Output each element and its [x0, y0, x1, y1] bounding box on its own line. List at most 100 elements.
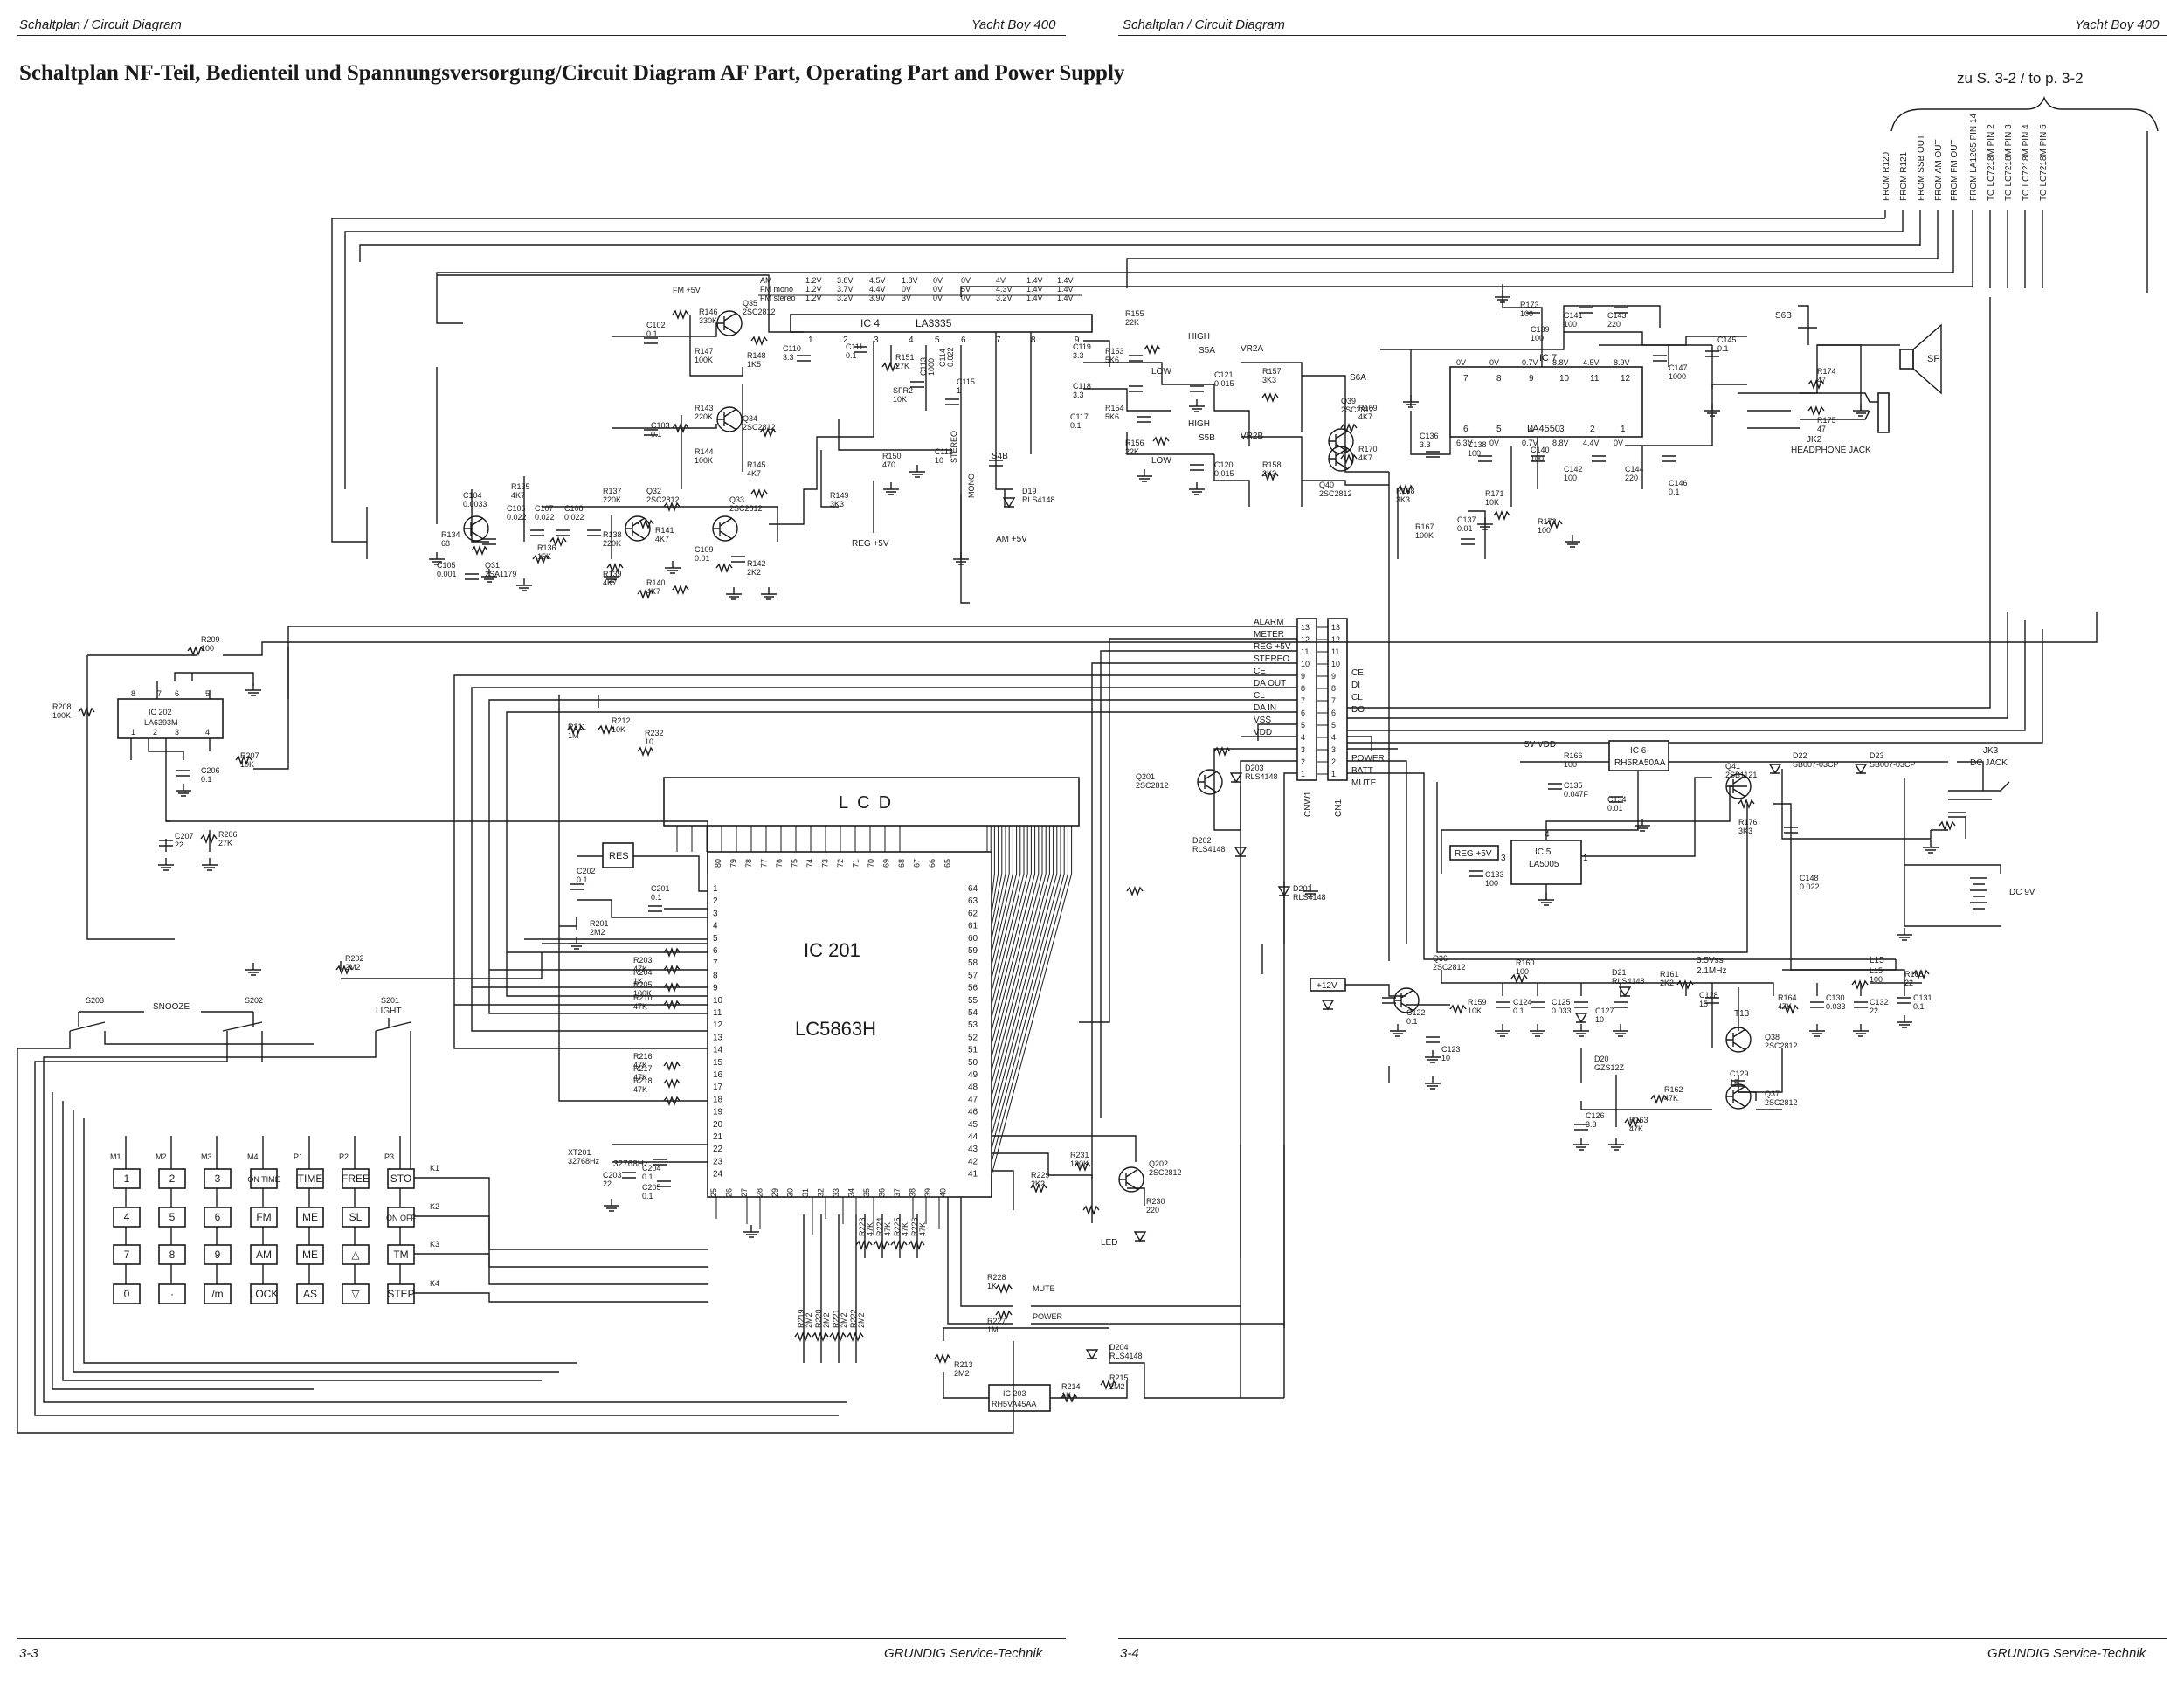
ground-symbol-26	[1573, 1024, 1589, 1037]
cnw1-pin-12: 12	[1301, 635, 1310, 644]
key-label-2-3: AM	[256, 1249, 272, 1261]
jk2-label: JK2	[1807, 435, 1822, 445]
cnw1-pin-2: 2	[1301, 757, 1305, 766]
key-2-5[interactable]	[342, 1244, 370, 1265]
header-right-title: Schaltplan / Circuit Diagram	[1123, 17, 1285, 32]
resistor-symbol-68	[1126, 886, 1144, 896]
key-2-0[interactable]	[113, 1244, 141, 1265]
key-0-2[interactable]	[204, 1168, 232, 1189]
ic201-pin-75: 75	[791, 859, 799, 868]
key-0-6[interactable]	[387, 1168, 415, 1189]
r215-val: 2M2	[1109, 1382, 1125, 1391]
key-0-0[interactable]	[113, 1168, 141, 1189]
ic4-volt-1-2: 4.4V	[869, 285, 886, 294]
key-label-3-4: AS	[303, 1288, 317, 1300]
key-1-0[interactable]	[113, 1207, 141, 1228]
key-2-2[interactable]	[204, 1244, 232, 1265]
footer-left-page: 3-3	[19, 1646, 38, 1661]
c108-ref: C108	[564, 504, 584, 513]
capacitor-symbol-0	[644, 337, 658, 344]
vr1-ref: SFR2	[893, 386, 913, 395]
footer-rule-left	[17, 1638, 1066, 1639]
mono-label: MONO	[967, 474, 976, 498]
tone-switches	[1083, 362, 1389, 507]
resistor-symbol-31	[598, 724, 615, 735]
key-1-2[interactable]	[204, 1207, 232, 1228]
key-0-4[interactable]	[296, 1168, 324, 1189]
key-1-3[interactable]	[250, 1207, 278, 1228]
battery	[1970, 877, 1987, 910]
r151-val: 27K	[895, 362, 909, 370]
reg5v-box	[1449, 845, 1499, 861]
key-3-6[interactable]	[387, 1283, 415, 1304]
ic7-botvolt-1: 0V	[1489, 439, 1499, 447]
ref-label-3: FROM AM OUT	[1934, 139, 1944, 201]
part-symbols	[78, 290, 1956, 1403]
ic4-volt-1-3: 0V	[902, 285, 911, 294]
key-1-4[interactable]	[296, 1207, 324, 1228]
ic201-pin-14: 14	[713, 1046, 723, 1055]
key-2-6[interactable]	[387, 1244, 415, 1265]
key-0-1[interactable]	[158, 1168, 186, 1189]
resistor-symbol-39	[663, 1096, 681, 1106]
key-3-5[interactable]	[342, 1283, 370, 1304]
ic4-volt-2-1: 3.2V	[837, 294, 854, 302]
r202-ref: R202	[345, 954, 364, 963]
resistor-symbol-0	[672, 309, 689, 320]
key-2-1[interactable]	[158, 1244, 186, 1265]
ic201-pin-56: 56	[968, 984, 978, 993]
capacitor-symbol-37	[1609, 796, 1623, 803]
capacitor-symbol-21	[1614, 307, 1628, 314]
d204-val: RLS4148	[1109, 1352, 1143, 1360]
r147-ref: R147	[695, 347, 714, 356]
ic4-pin-8: 8	[1031, 336, 1036, 345]
ic201-pin-13: 13	[713, 1033, 723, 1042]
key-3-0[interactable]	[113, 1283, 141, 1304]
r169-val: 4K7	[1358, 412, 1372, 421]
key-3-1[interactable]	[158, 1283, 186, 1304]
key-1-5[interactable]	[342, 1207, 370, 1228]
c110-ref: C110	[783, 344, 801, 353]
r155-val: 22K	[1125, 318, 1139, 327]
key-2-4[interactable]	[296, 1244, 324, 1265]
ref-label-7: TO LC7218M PIN 3	[2004, 124, 2014, 201]
c207-val: 22	[175, 840, 183, 849]
cn1-pin-13: 13	[1331, 623, 1340, 632]
key-row-wire-0	[411, 1177, 708, 1250]
c202-ref: C202	[577, 867, 596, 875]
ic4-volt-2-2: 3.9V	[869, 294, 886, 302]
cn-left-signal-0: ALARM	[1254, 618, 1283, 627]
key-0-5[interactable]	[342, 1168, 370, 1189]
c119-val: 3.3	[1073, 351, 1084, 360]
key-1-1[interactable]	[158, 1207, 186, 1228]
key-3-2[interactable]	[204, 1283, 232, 1304]
r142-val: 2K2	[747, 568, 761, 577]
key-0-3[interactable]	[250, 1168, 278, 1189]
diode-symbol-10	[1133, 1231, 1147, 1242]
c107-val: 0.022	[535, 513, 555, 522]
c146-ref: C146	[1669, 479, 1688, 488]
low-label-1: LOW	[1151, 367, 1171, 377]
ic7-part: LA4550	[1527, 424, 1560, 434]
resistor-symbol-54	[1851, 979, 1869, 990]
lcd-line-right-2	[991, 826, 995, 901]
ic7-pin-8: 8	[1496, 374, 1502, 384]
c140-ref: C140	[1531, 446, 1550, 454]
c114-val: 0.022	[946, 347, 955, 367]
key-col-p1: P1	[294, 1152, 303, 1161]
c111-ref: C111	[846, 342, 863, 351]
c139-val: 100	[1531, 334, 1544, 342]
resistor-symbol-26	[187, 646, 204, 656]
ic201-pin-49: 49	[968, 1070, 978, 1080]
r175-ref: R175	[1817, 416, 1836, 425]
capacitor-symbol-27	[1662, 455, 1676, 462]
key-3-4[interactable]	[296, 1283, 324, 1304]
ic201-pin-25: 25	[709, 1188, 718, 1197]
key-3-3[interactable]	[250, 1283, 278, 1304]
ic7-name: IC 7	[1539, 353, 1557, 363]
key-1-6[interactable]	[387, 1207, 415, 1228]
key-2-3[interactable]	[250, 1244, 278, 1265]
transistor-lead-9	[1726, 1028, 1746, 1051]
capacitor-symbol-20	[1579, 307, 1593, 314]
